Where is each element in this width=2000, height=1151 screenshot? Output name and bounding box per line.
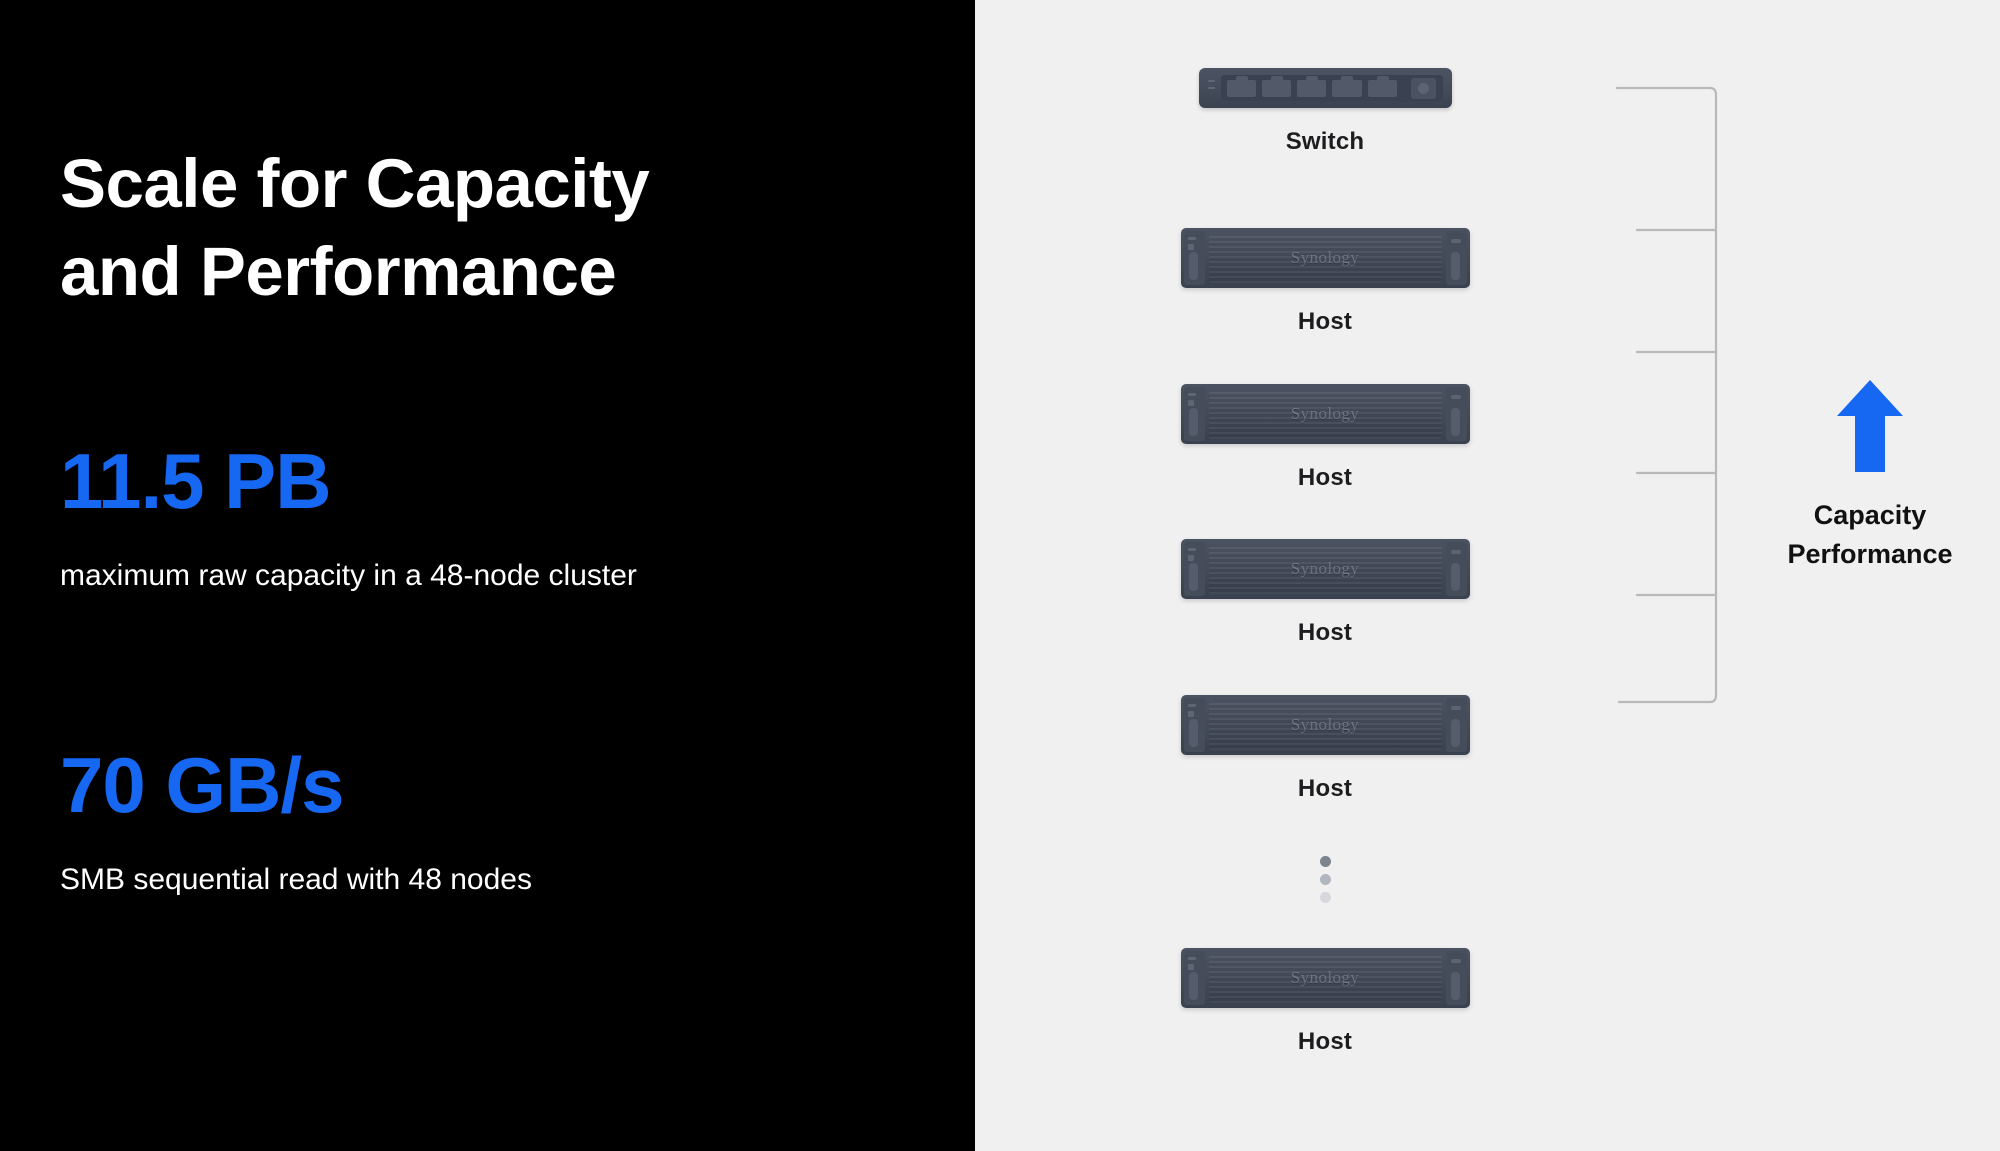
left-panel: Scale for Capacity and Performance 11.5 … — [0, 0, 975, 1151]
page-title-line-1: Scale for Capacity — [60, 145, 650, 222]
server-rack-icon: Synology — [1180, 539, 1470, 599]
rack-right-ear — [1445, 698, 1467, 752]
rack-left-ear — [1183, 231, 1205, 285]
stat-block-capacity: 11.5 PB maximum raw capacity in a 48-nod… — [60, 442, 637, 594]
capacity-performance-callout: Capacity Performance — [1745, 380, 1995, 574]
rack-left-ear — [1183, 951, 1205, 1005]
switch-port-bar — [1220, 75, 1443, 101]
rack-left-ear — [1183, 698, 1205, 752]
server-rack-icon: Synology — [1180, 948, 1470, 1008]
page-title-line-2: and Performance — [60, 233, 617, 311]
rack-vent-grille: Synology — [1208, 544, 1442, 594]
rack-vent-grille: Synology — [1208, 700, 1442, 750]
ethernet-port-icon — [1367, 75, 1398, 97]
stat-caption-capacity: maximum raw capacity in a 48-node cluste… — [60, 559, 637, 592]
callout-text: Capacity Performance — [1787, 496, 1952, 574]
diagram-node-switch: Switch — [975, 68, 1675, 156]
ethernet-port-icon — [1261, 75, 1292, 97]
rack-vent-grille: Synology — [1208, 953, 1442, 1003]
right-panel: Switch Synology Host — [975, 0, 2000, 1151]
diagram-node-host-n: Synology Host — [975, 948, 1675, 1056]
ethernet-port-icon — [1297, 75, 1327, 97]
rack-right-ear — [1445, 951, 1467, 1005]
stat-caption-throughput: SMB sequential read with 48 nodes — [60, 863, 532, 896]
switch-status-leds-icon — [1207, 80, 1215, 89]
node-label-host-4: Host — [1297, 775, 1353, 802]
node-label-host-n: Host — [1297, 1028, 1353, 1055]
diagram-node-host-4: Synology Host — [975, 695, 1675, 803]
brand-label: Synology — [1290, 715, 1360, 734]
node-label-host-1: Host — [1297, 308, 1353, 335]
server-rack-icon: Synology — [1180, 384, 1470, 444]
diagram-node-host-2: Synology Host — [975, 384, 1675, 492]
stat-value-throughput: 70 GB/s — [60, 741, 344, 829]
arrow-up-icon — [1837, 380, 1903, 472]
stat-block-throughput: 70 GB/s SMB sequential read with 48 node… — [60, 746, 532, 898]
rack-right-ear — [1445, 542, 1467, 596]
node-label-host-2: Host — [1297, 464, 1353, 491]
rack-vent-grille: Synology — [1208, 389, 1442, 439]
brand-label: Synology — [1290, 404, 1360, 423]
callout-line-2: Performance — [1787, 539, 1953, 570]
rack-vent-grille: Synology — [1208, 233, 1442, 283]
server-rack-icon: Synology — [1180, 228, 1470, 288]
page-title: Scale for Capacity and Performance — [60, 140, 900, 317]
server-rack-icon: Synology — [1180, 695, 1470, 755]
rack-left-ear — [1183, 387, 1205, 441]
callout-line-1: Capacity — [1813, 500, 1927, 530]
rack-right-ear — [1445, 387, 1467, 441]
device-column: Switch Synology Host — [975, 0, 1675, 1151]
node-label-host-3: Host — [1297, 619, 1353, 646]
brand-label: Synology — [1290, 248, 1360, 267]
brand-label: Synology — [1290, 559, 1360, 578]
switch-icon — [1198, 68, 1452, 108]
rack-right-ear — [1445, 231, 1467, 285]
diagram-node-host-3: Synology Host — [975, 539, 1675, 647]
stat-value-capacity: 11.5 PB — [60, 437, 332, 525]
ethernet-port-icon — [1226, 75, 1256, 97]
more-nodes-ellipsis-icon — [975, 856, 1675, 903]
rack-left-ear — [1183, 542, 1205, 596]
switch-power-port-icon — [1411, 77, 1437, 99]
ethernet-port-icon — [1332, 75, 1362, 97]
diagram-node-host-1: Synology Host — [975, 228, 1675, 336]
node-label-switch: Switch — [1285, 128, 1365, 155]
brand-label: Synology — [1290, 968, 1360, 987]
